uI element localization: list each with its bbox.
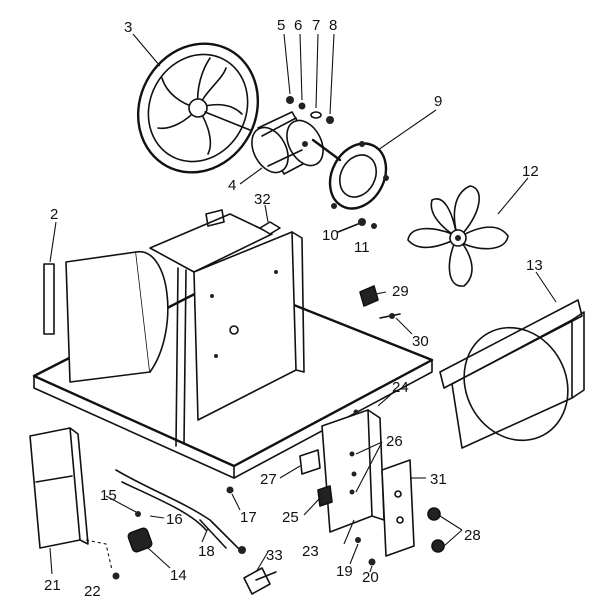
part-23-control-box: [321, 409, 385, 533]
callout-16: 16: [166, 511, 183, 528]
callout-17: 17: [240, 509, 257, 526]
parts-19-20-screws: [355, 537, 376, 566]
callout-25: 25: [282, 509, 299, 526]
callout-27: 27: [260, 471, 277, 488]
callout-9: 9: [434, 93, 442, 110]
callout-33: 33: [266, 547, 283, 564]
part-12-fan-blade: [407, 185, 509, 287]
parts-15-16-18-wiring: [115, 469, 246, 554]
callout-8: 8: [329, 17, 337, 34]
part-27-switch: [299, 449, 321, 475]
part-9-motor-bracket: [328, 141, 389, 210]
callout-18: 18: [198, 543, 215, 560]
callout-14: 14: [170, 567, 187, 584]
part-13-shroud: [439, 299, 585, 449]
part-28-knobs: [427, 507, 445, 553]
callout-19: 19: [336, 563, 353, 580]
callout-24: 24: [392, 379, 409, 396]
callout-labels: 2 3 4 5 6 7 8 9 10 11 12 13 14 15 16 17 …: [44, 17, 543, 600]
part-22-screw: [85, 539, 120, 580]
callout-28: 28: [464, 527, 481, 544]
callout-22: 22: [84, 583, 101, 600]
part-32-grommet: [259, 221, 281, 235]
callout-4: 4: [228, 177, 236, 194]
callout-21: 21: [44, 577, 61, 594]
callout-30: 30: [412, 333, 429, 350]
callout-26: 26: [386, 433, 403, 450]
part-25-thermostat: [317, 485, 333, 507]
callout-29: 29: [392, 283, 409, 300]
leader-lines: [49, 33, 557, 575]
parts-10-11-screw: [337, 218, 377, 233]
part-2-gasket: [43, 263, 55, 335]
part-4-motor: [251, 111, 342, 175]
main-chassis: [32, 209, 434, 479]
callout-3: 3: [124, 19, 132, 36]
callout-13: 13: [526, 257, 543, 274]
part-17-screw: [226, 486, 234, 494]
callout-11: 11: [354, 239, 370, 256]
callout-23: 23: [302, 543, 319, 560]
part-29-clip: [359, 285, 379, 307]
callout-7: 7: [312, 17, 320, 34]
parts-5-8-hardware: [286, 96, 334, 124]
callout-20: 20: [362, 569, 379, 586]
callout-6: 6: [294, 17, 302, 34]
part-31-control-panel: [381, 459, 415, 557]
part-14-capacitor: [127, 527, 153, 553]
callout-10: 10: [322, 227, 339, 244]
callout-31: 31: [430, 471, 447, 488]
part-30-pin: [379, 313, 401, 319]
part-33-connector: [243, 567, 277, 595]
part-21-side-panel: [29, 427, 89, 549]
callout-15: 15: [100, 487, 117, 504]
callout-2: 2: [50, 206, 58, 223]
callout-5: 5: [277, 17, 285, 34]
callout-12: 12: [522, 163, 539, 180]
part-3-blower-wheel: [136, 42, 260, 174]
callout-32: 32: [254, 191, 271, 208]
